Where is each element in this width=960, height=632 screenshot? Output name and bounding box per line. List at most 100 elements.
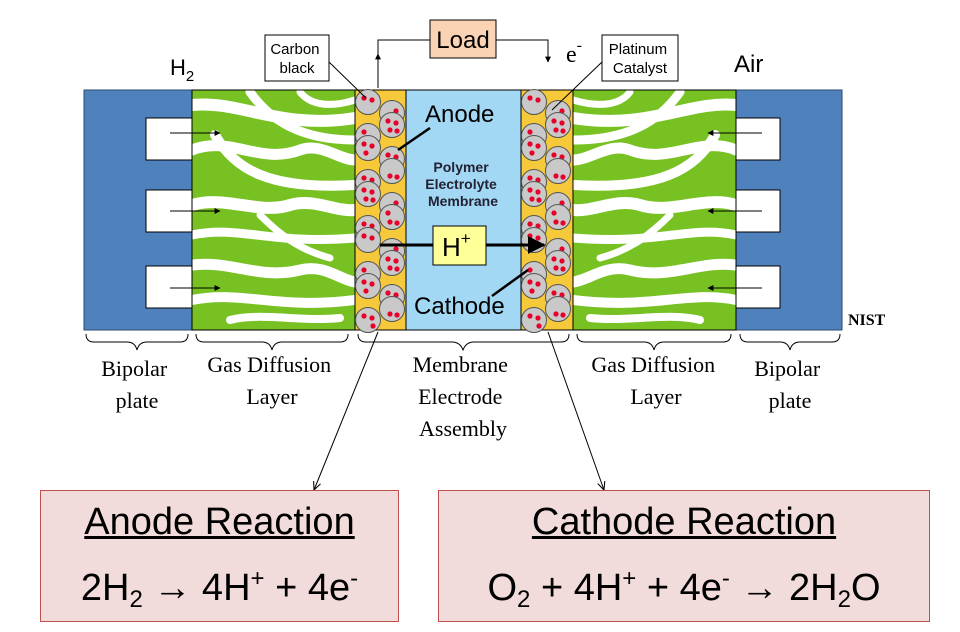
anode-platinum-dot [387, 173, 393, 179]
external-circuit [375, 39, 551, 88]
anode-platinum-dot [369, 143, 375, 149]
anode-platinum-dot [361, 267, 367, 273]
anode-platinum-dot [393, 120, 399, 126]
anode-platinum-dot [363, 288, 369, 294]
anode-reaction-title: Anode Reaction [84, 501, 355, 543]
anode-platinum-dot [361, 175, 367, 181]
anode-platinum-dot [369, 189, 375, 195]
load-box [429, 19, 497, 59]
anode-carbon-particle [379, 250, 405, 276]
carbon-black-pointer [328, 61, 367, 99]
cathode-platinum-dot [527, 313, 533, 319]
anode-platinum-dot [361, 129, 367, 135]
anode-carbon-particle [379, 296, 405, 322]
cathode-platinum-dot [535, 235, 541, 241]
cathode-platinum-dot [553, 265, 559, 271]
cathode-platinum-dot [529, 196, 535, 202]
cathode-label: Cathode [414, 293, 505, 320]
cathode-platinum-dot [560, 312, 566, 318]
cathode-platinum-dot [535, 143, 541, 149]
platinum-catalyst-callout [601, 34, 679, 82]
cathode-reaction-equation: O2 + 4H+ + 4e- → 2H2O [487, 565, 881, 613]
section-label-gdl-left: Gas Diffusion Layer [207, 352, 336, 409]
anode-platinum-dot [385, 210, 391, 216]
gas-diffusion-layer-right [573, 90, 736, 330]
anode-platinum-dot [394, 266, 400, 272]
proton-box [432, 225, 487, 266]
anode-platinum-dot [385, 256, 391, 262]
anode-platinum-dot [369, 97, 375, 103]
hydrogen-label: H2 [170, 55, 194, 85]
cathode-platinum-dot [559, 258, 565, 264]
cathode-platinum-dot [551, 152, 557, 158]
cathode-platinum-dot [527, 95, 533, 101]
cathode-platinum-dot [527, 221, 533, 227]
anode-carbon-particle [379, 112, 405, 138]
cathode-platinum-dot [529, 150, 535, 156]
anode-platinum-dot [387, 265, 393, 271]
anode-platinum-dot [363, 150, 369, 156]
cathode-platinum-dot [529, 288, 535, 294]
anode-platinum-dot [385, 290, 391, 296]
cathode-platinum-dot [553, 173, 559, 179]
cathode-platinum-dot [527, 129, 533, 135]
cathode-carbon-particle [521, 273, 547, 299]
anode-reaction-equation: 2H2 → 4H+ + 4e- [80, 565, 359, 613]
cathode-pointer [491, 268, 529, 298]
anode-platinum-dot [387, 219, 393, 225]
cathode-platinum-dot [527, 175, 533, 181]
anode-platinum-dot [370, 323, 376, 329]
cathode-platinum-dot [527, 279, 533, 285]
anode-carbon-particle [355, 135, 381, 161]
air-label: Air [734, 51, 763, 78]
cathode-platinum-dot [536, 323, 542, 329]
cathode-platinum-dot [560, 220, 566, 226]
cathode-platinum-dot [536, 197, 542, 203]
cathode-reaction-box: Cathode Reaction O2 + 4H+ + 4e- → 2H2O [438, 490, 930, 622]
cathode-reaction-title: Cathode Reaction [531, 501, 837, 543]
cathode-platinum-dot [560, 266, 566, 272]
section-braces [85, 333, 841, 352]
cathode-platinum-dot [559, 120, 565, 126]
cathode-carbon-particle [545, 250, 571, 276]
cathode-platinum-dot [535, 97, 541, 103]
anode-platinum-dot [387, 311, 393, 317]
load-label: Load [436, 27, 489, 54]
flow-channels-left [145, 117, 193, 309]
anode-platinum-dot [361, 141, 367, 147]
anode-platinum-dot [394, 128, 400, 134]
anode-platinum-dot [394, 174, 400, 180]
anode-label: Anode [425, 101, 494, 128]
cathode-platinum-dot [553, 127, 559, 133]
anode-platinum-dot [361, 221, 367, 227]
section-label-bipolar-left: Bipolar plate [101, 356, 173, 413]
cathode-platinum-dot [535, 281, 541, 287]
electron-label: e- [566, 37, 582, 68]
section-label-bipolar-right: Bipolar plate [754, 356, 826, 413]
cathode-platinum-dot [551, 118, 557, 124]
anode-reaction-pointer [314, 331, 379, 490]
cathode-platinum-dot [560, 128, 566, 134]
carbon-black-callout [264, 34, 330, 82]
carbon-black-label: Carbon black [270, 41, 323, 77]
credit-label: NIST [848, 312, 886, 329]
cathode-carbon-particle [545, 112, 571, 138]
anode-carbon-particle [355, 89, 381, 115]
anode-platinum-dot [387, 127, 393, 133]
gas-flow-arrows-right [707, 130, 762, 291]
cathode-platinum-dot [535, 315, 541, 321]
anode-platinum-dot [361, 279, 367, 285]
anode-carbon-particle [355, 227, 381, 253]
carbon-particles-cathode [521, 89, 571, 333]
gas-flow-arrows-left [170, 130, 221, 291]
cathode-carbon-particle [545, 204, 571, 230]
cathode-carbon-particle [521, 307, 547, 333]
anode-platinum-dot [369, 281, 375, 287]
cathode-carbon-particle [545, 296, 571, 322]
membrane-label: Polymer Electrolyte Membrane [425, 159, 500, 209]
anode-platinum-dot [393, 258, 399, 264]
cathode-platinum-dot [560, 174, 566, 180]
anode-carbon-particle [379, 204, 405, 230]
anode-platinum-dot [385, 118, 391, 124]
anode-platinum-dot [363, 196, 369, 202]
